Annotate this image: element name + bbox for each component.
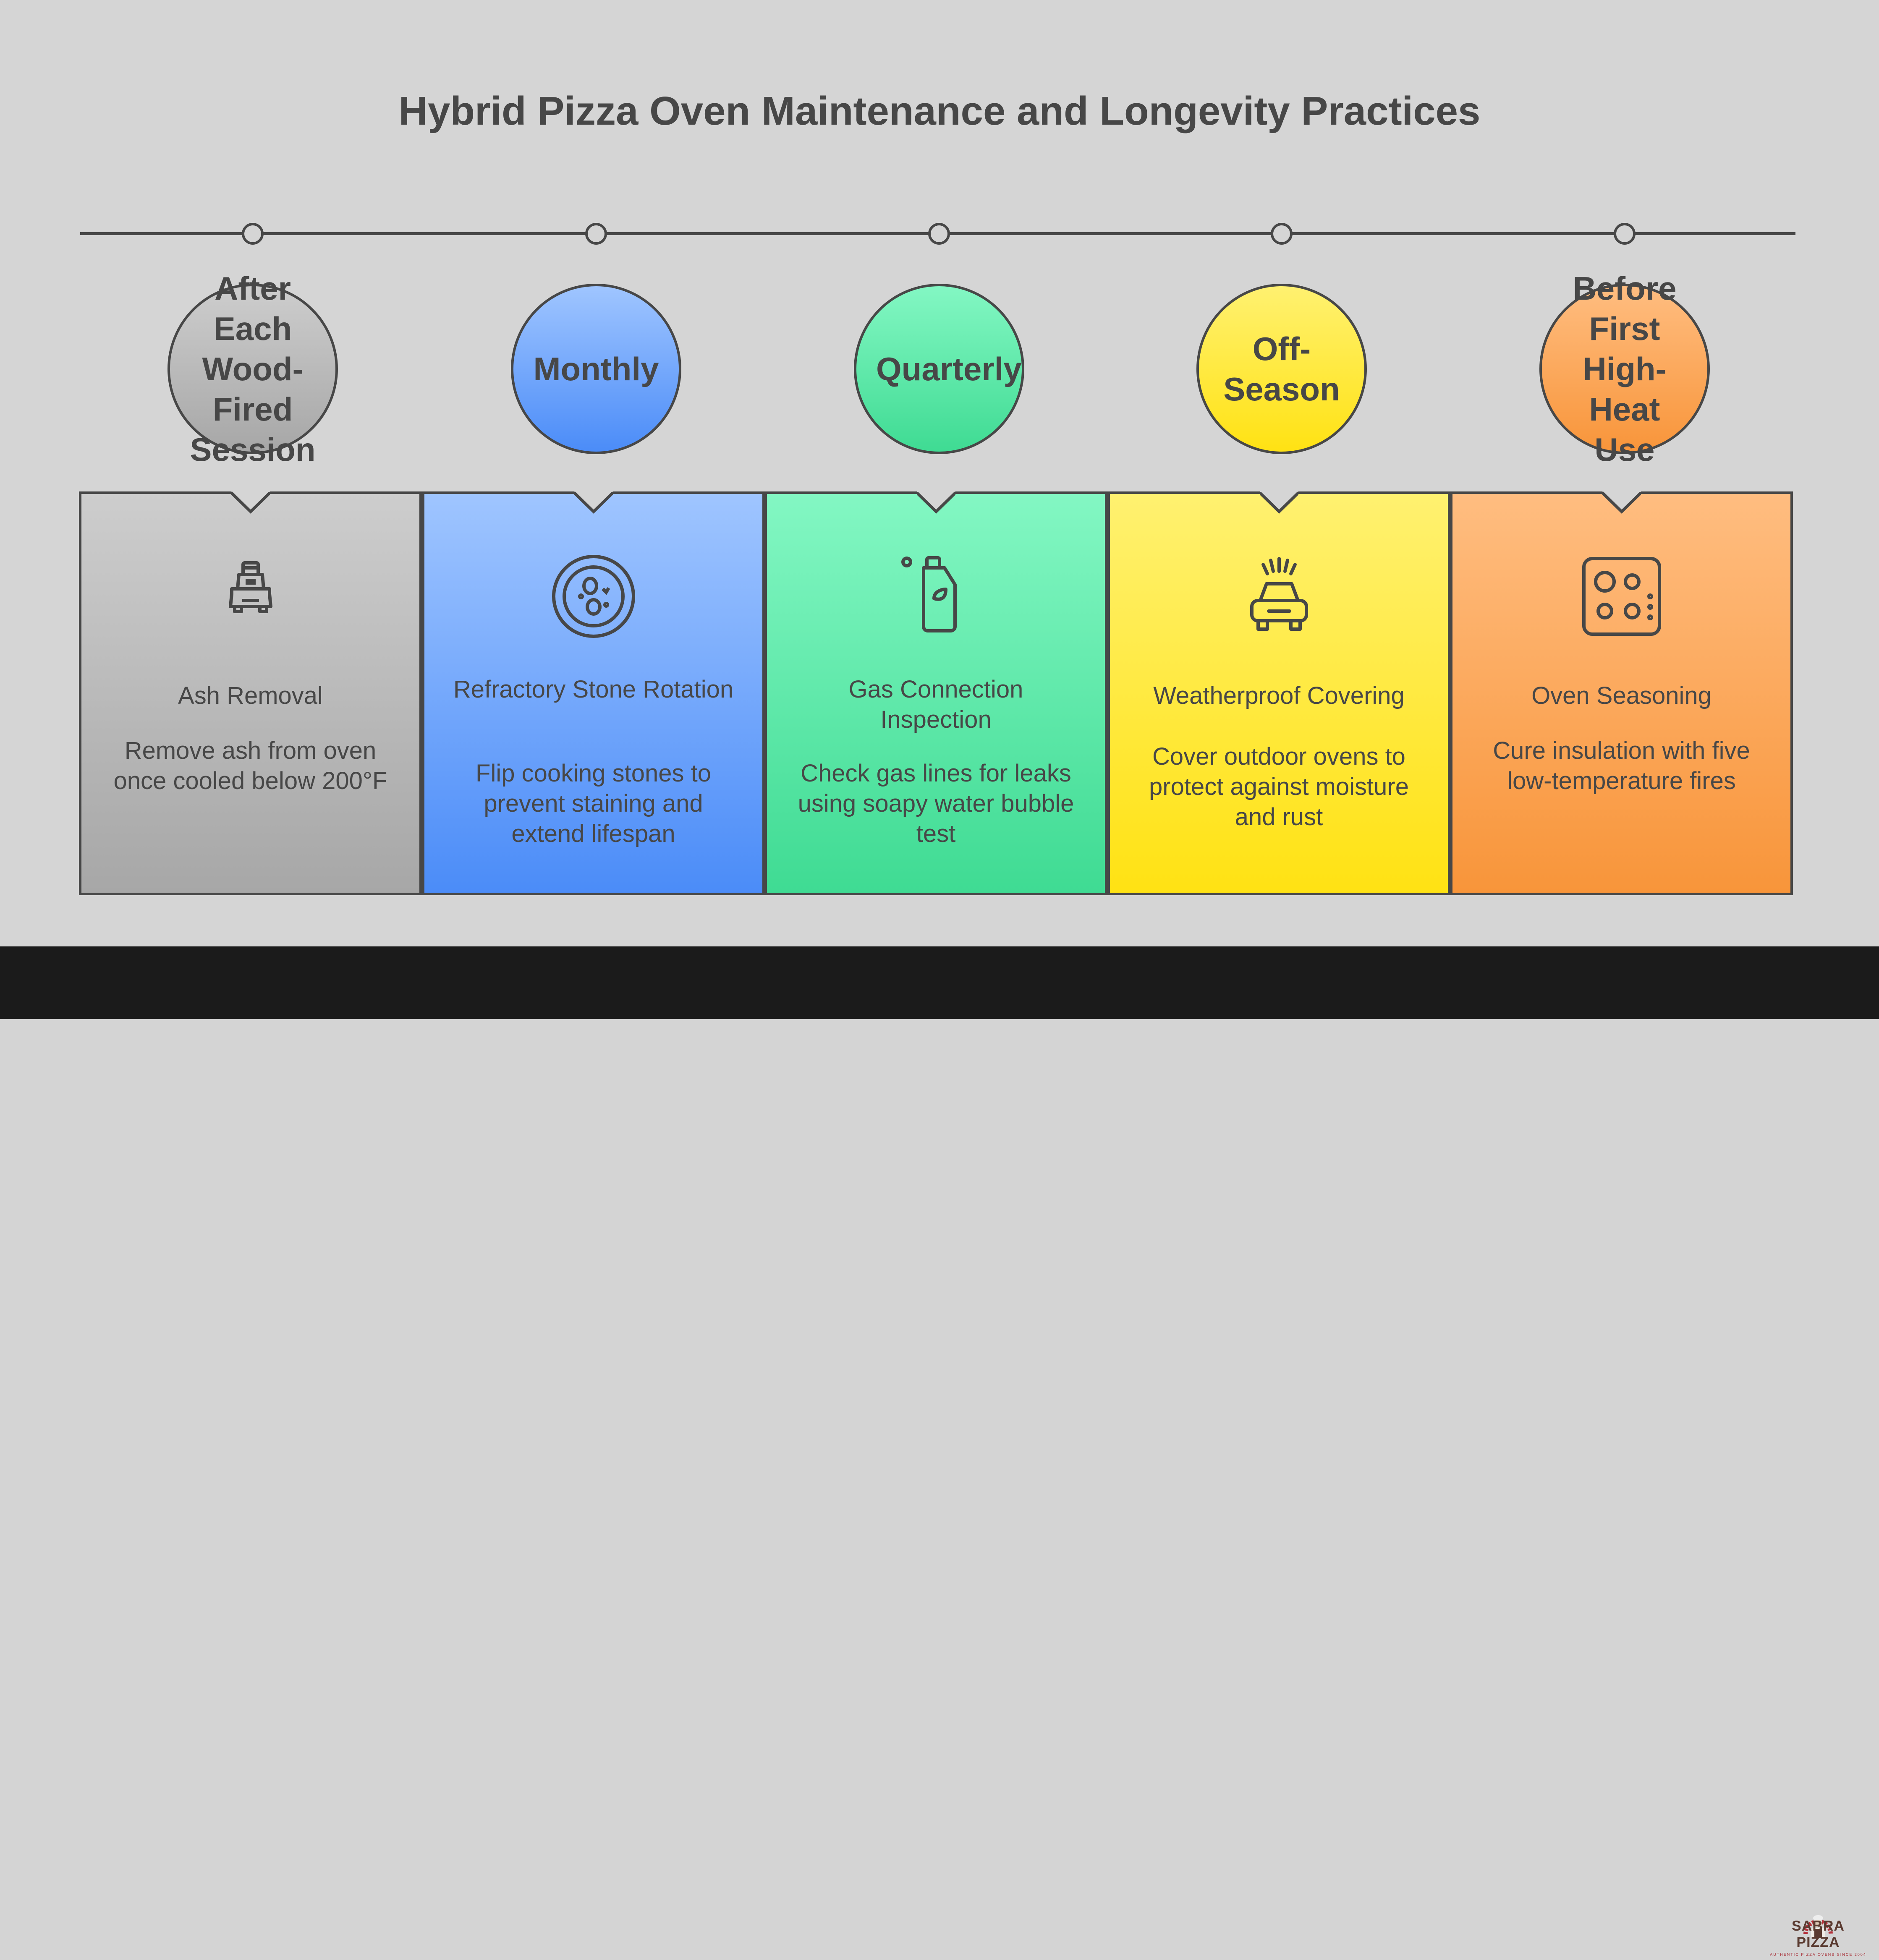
stage-circle: Before First High-Heat Use	[1539, 270, 1710, 468]
logo-brand: SABRA PIZZA	[1792, 1918, 1845, 1950]
car-cover-icon	[1250, 557, 1308, 631]
stage-title: Ash Removal	[178, 682, 323, 709]
soap-bottle-icon	[901, 556, 957, 632]
stovetop-icon	[1582, 557, 1661, 636]
timeline-marker	[928, 223, 950, 245]
stage-frequency-label: Quarterly	[876, 350, 1022, 387]
stage-circle: Monthly	[511, 284, 681, 454]
stage-description: Remove ash from oven once cooled below 2…	[113, 737, 387, 794]
footer-bar: SABRA PIZZA AUTHENTIC PIZZA OVENS SINCE …	[0, 946, 1879, 1957]
stage-title: Weatherproof Covering	[1153, 682, 1405, 709]
stage-description: Cover outdoor ovens to protect against m…	[1149, 743, 1409, 831]
notch-pointer	[1602, 491, 1641, 514]
stage-title: Gas Connection Inspection	[848, 676, 1023, 733]
infographic-canvas: Hybrid Pizza Oven Maintenance and Longev…	[0, 0, 1879, 946]
sabra-pizza-logo: SABRA PIZZA AUTHENTIC PIZZA OVENS SINCE …	[1770, 1901, 1866, 1960]
stage-description: Cure insulation with five low-temperatur…	[1493, 737, 1750, 794]
stage-card: Refractory Stone Rotation Flip cooking s…	[422, 491, 765, 895]
timeline-marker	[242, 223, 264, 245]
logo-tagline: AUTHENTIC PIZZA OVENS SINCE 2004	[1770, 1952, 1866, 1957]
notch-pointer	[916, 491, 955, 514]
stage-circle: Off-Season	[1196, 284, 1367, 454]
stage-title: Refractory Stone Rotation	[453, 676, 734, 703]
stage-frequency-label: Monthly	[533, 350, 659, 387]
stage-description: Flip cooking stones to prevent staining …	[476, 760, 711, 847]
pizza-stone-icon	[552, 555, 635, 638]
stage-frequency-label: Off-Season	[1223, 330, 1340, 408]
stage-card: Ash Removal Remove ash from oven once co…	[79, 491, 422, 895]
stage-title: Oven Seasoning	[1531, 682, 1712, 709]
stage-description: Check gas lines for leaks using soapy wa…	[798, 760, 1074, 847]
timeline-marker	[585, 223, 607, 245]
stage-card: Oven Seasoning Cure insulation with five…	[1450, 491, 1793, 895]
stage-circle: After Each Wood-Fired Session	[167, 270, 338, 468]
page-title: Hybrid Pizza Oven Maintenance and Longev…	[398, 89, 1481, 133]
timeline-marker	[1614, 223, 1636, 245]
stage-frequency-label: After Each Wood-Fired Session	[190, 270, 316, 468]
stage-card: Weatherproof Covering Cover outdoor oven…	[1107, 491, 1450, 895]
ash-vacuum-icon	[228, 561, 272, 613]
timeline-marker	[1271, 223, 1293, 245]
notch-pointer	[231, 491, 270, 514]
notch-pointer	[1259, 491, 1298, 514]
stage-card: Gas Connection Inspection Check gas line…	[764, 491, 1107, 895]
notch-pointer	[574, 491, 613, 514]
stage-frequency-label: Before First High-Heat Use	[1573, 270, 1677, 468]
stage-circle: Quarterly	[854, 284, 1024, 454]
